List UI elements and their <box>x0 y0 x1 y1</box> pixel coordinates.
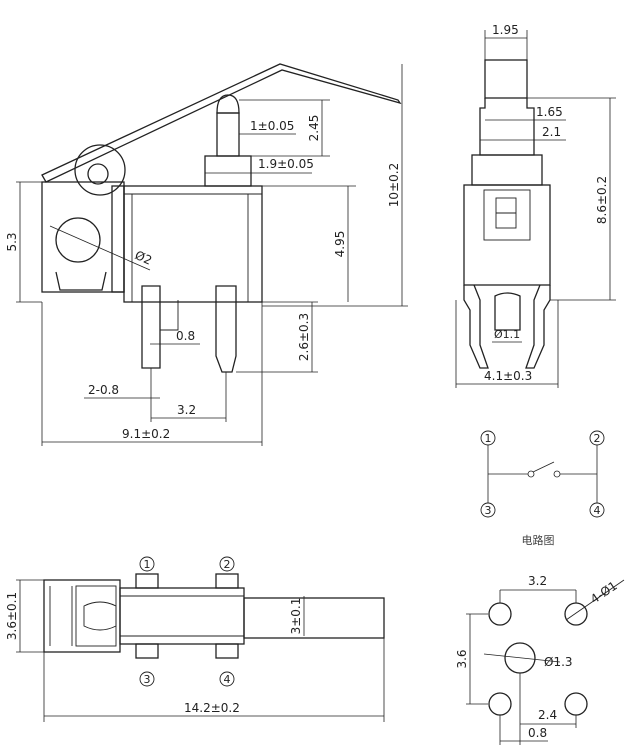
plunger-tip <box>216 94 240 114</box>
end-pin-left <box>463 284 489 369</box>
dim-pitch-y: 3.6 <box>455 649 469 668</box>
actuator-top <box>484 59 528 99</box>
dim-step: 2.1 <box>542 125 561 139</box>
footprint-hole-1 <box>488 602 512 626</box>
top-terminal-2: 2 <box>224 558 231 571</box>
side-view: 2.45 1±0.05 1.9±0.05 10±0.2 4.95 5.3 Ø2 … <box>5 63 408 446</box>
dim-hole: Ø2 <box>133 248 154 268</box>
circuit-terminal-2: 2 <box>594 432 601 445</box>
end-head <box>471 154 543 186</box>
left-notch <box>55 271 107 291</box>
top-lever <box>243 597 385 639</box>
top-terminal-1: 1 <box>144 558 151 571</box>
top-left-block <box>43 579 121 653</box>
top-pin-3 <box>135 643 159 659</box>
dim-body-height: 4.95 <box>333 231 347 258</box>
circuit-terminal-1: 1 <box>485 432 492 445</box>
dim-top: 1.95 <box>492 23 519 37</box>
dim-pin-pitch-small: 2-0.8 <box>88 383 119 397</box>
dim-pin: Ø1.1 <box>494 328 520 341</box>
footprint-hole-3 <box>488 692 512 716</box>
pcb-footprint: 3.2 4-Ø1 3.6 Ø1.3 2.4 0.8 <box>455 574 625 745</box>
dim-offset: 2.4 <box>538 708 557 722</box>
plunger-base <box>204 155 252 187</box>
actuator-neck <box>479 98 535 156</box>
dim-length: 14.2±0.2 <box>184 701 240 715</box>
top-view: 1 2 3 4 3.6±0.1 3±0.1 14.2±0.2 <box>5 556 385 722</box>
dim-center-hole: Ø1.3 <box>544 655 573 669</box>
end-center-pin <box>494 292 521 331</box>
dim-width: 4.1±0.3 <box>484 369 532 383</box>
mounting-hole <box>55 217 101 263</box>
footprint-hole-2 <box>564 602 588 626</box>
dim-mid: 1.65 <box>536 105 563 119</box>
left-rail <box>111 185 125 293</box>
dim-left-height: 5.3 <box>5 232 19 251</box>
dim-plunger-base: 1.9±0.05 <box>258 157 314 171</box>
dim-pitch-x: 3.2 <box>528 574 547 588</box>
dim-plunger-height: 2.45 <box>307 115 321 142</box>
dim-slot: 0.8 <box>528 726 547 740</box>
dim-inner: 3±0.1 <box>289 598 303 635</box>
footprint-hole-4 <box>564 692 588 716</box>
top-pin-1 <box>135 573 159 589</box>
dim-height: 8.6±0.2 <box>595 176 609 224</box>
circuit-terminal-4: 4 <box>594 504 601 517</box>
top-terminal-4: 4 <box>224 673 231 686</box>
top-terminal-3: 3 <box>144 673 151 686</box>
dim-depth: 3.6±0.1 <box>5 592 19 640</box>
plunger <box>216 112 240 157</box>
top-pin-2 <box>215 573 239 589</box>
top-pin-4 <box>215 643 239 659</box>
circuit-terminal-3: 3 <box>485 504 492 517</box>
switch-body <box>123 185 263 303</box>
pin-left <box>141 285 161 369</box>
dim-pin-thickness: 0.8 <box>176 329 195 343</box>
dim-plunger-width: 1±0.05 <box>250 119 294 133</box>
dim-pin-length: 2.6±0.3 <box>297 313 311 361</box>
pin-right <box>215 285 237 373</box>
end-pin-right <box>525 284 551 369</box>
pivot-hole <box>87 163 109 185</box>
dim-total-height: 10±0.2 <box>387 163 401 207</box>
circuit-diagram: 1 2 3 4 电路图 <box>480 430 605 547</box>
end-body <box>463 184 551 286</box>
lever-pivot <box>74 144 126 196</box>
dim-pin-pitch: 3.2 <box>177 403 196 417</box>
end-view: 1.95 1.65 2.1 8.6±0.2 Ø1.1 4.1±0.3 <box>455 23 616 388</box>
dim-total-width: 9.1±0.2 <box>122 427 170 441</box>
circuit-caption: 电路图 <box>522 534 555 547</box>
dim-holes: 4-Ø1 <box>588 579 620 607</box>
